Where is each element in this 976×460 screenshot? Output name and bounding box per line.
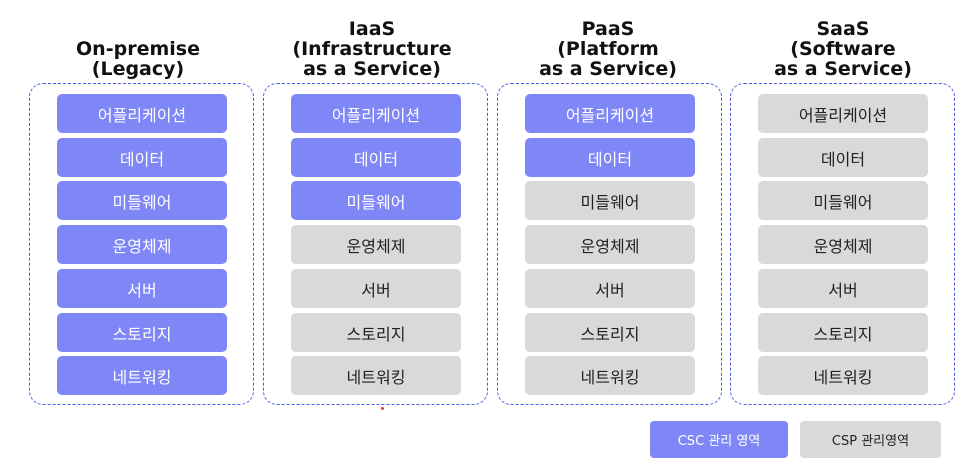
column-title-line: IaaS bbox=[348, 18, 396, 40]
layer-box: 네트워킹 bbox=[291, 356, 461, 395]
column-title-line: On-premise bbox=[76, 38, 200, 60]
layer-box: 운영체제 bbox=[291, 225, 461, 264]
layer-box: 스토리지 bbox=[525, 313, 695, 352]
column-frame-0 bbox=[29, 83, 254, 405]
layer-box: 네트워킹 bbox=[758, 356, 928, 395]
layer-box: 어플리케이션 bbox=[291, 94, 461, 133]
column-frame-1 bbox=[263, 83, 488, 405]
layer-box: 서버 bbox=[525, 269, 695, 308]
layer-box: 데이터 bbox=[57, 138, 227, 177]
column-title-0: On-premise(Legacy) bbox=[38, 39, 238, 79]
legend-csc: CSC 관리 영역 bbox=[650, 421, 788, 458]
red-dot-mark bbox=[381, 407, 384, 410]
layer-box: 스토리지 bbox=[291, 313, 461, 352]
column-title-line: as a Service) bbox=[303, 58, 441, 80]
column-title-line: PaaS bbox=[581, 18, 635, 40]
layer-box: 미들웨어 bbox=[525, 181, 695, 220]
layer-box: 미들웨어 bbox=[758, 181, 928, 220]
column-title-line: SaaS bbox=[816, 18, 870, 40]
layer-box: 서버 bbox=[758, 269, 928, 308]
layer-box: 데이터 bbox=[758, 138, 928, 177]
column-title-line: as a Service) bbox=[774, 58, 912, 80]
layer-box: 네트워킹 bbox=[57, 356, 227, 395]
layer-box: 어플리케이션 bbox=[57, 94, 227, 133]
legend-csp: CSP 관리영역 bbox=[800, 421, 941, 458]
layer-box: 네트워킹 bbox=[525, 356, 695, 395]
column-title-line: (Infrastructure bbox=[292, 38, 452, 60]
layer-box: 미들웨어 bbox=[57, 181, 227, 220]
layer-box: 데이터 bbox=[291, 138, 461, 177]
column-title-line: as a Service) bbox=[539, 58, 677, 80]
column-frame-2 bbox=[497, 83, 722, 405]
layer-box: 서버 bbox=[291, 269, 461, 308]
layer-box: 서버 bbox=[57, 269, 227, 308]
layer-box: 운영체제 bbox=[57, 225, 227, 264]
column-title-line: (Software bbox=[790, 38, 896, 60]
column-title-line: (Legacy) bbox=[91, 58, 185, 80]
layer-box: 운영체제 bbox=[525, 225, 695, 264]
layer-box: 어플리케이션 bbox=[758, 94, 928, 133]
layer-box: 스토리지 bbox=[57, 313, 227, 352]
layer-box: 데이터 bbox=[525, 138, 695, 177]
column-frame-3 bbox=[730, 83, 955, 405]
layer-box: 어플리케이션 bbox=[525, 94, 695, 133]
layer-box: 스토리지 bbox=[758, 313, 928, 352]
column-title-line: (Platform bbox=[557, 38, 659, 60]
layer-box: 운영체제 bbox=[758, 225, 928, 264]
layer-box: 미들웨어 bbox=[291, 181, 461, 220]
